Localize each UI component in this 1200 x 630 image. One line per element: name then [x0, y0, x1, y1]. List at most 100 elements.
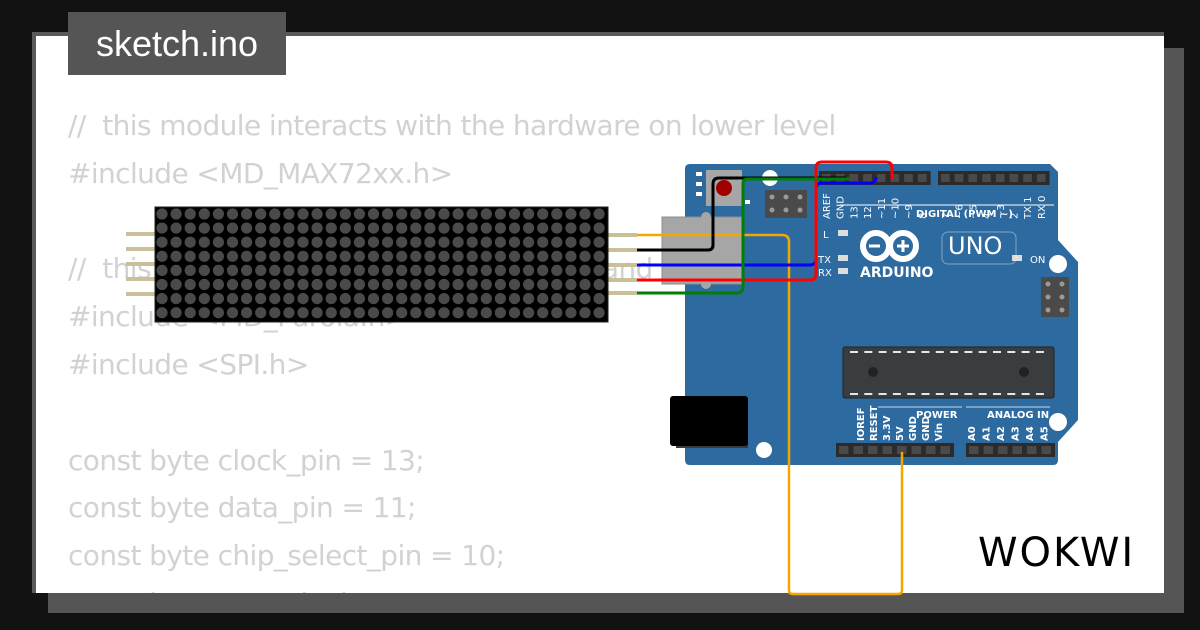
matrix-led	[255, 307, 267, 319]
matrix-led	[353, 222, 365, 234]
matrix-led	[325, 222, 337, 234]
matrix-led	[241, 208, 253, 220]
header-pin[interactable]	[868, 446, 878, 454]
led-matrix-max7219[interactable]	[154, 206, 609, 323]
power-header[interactable]	[836, 443, 954, 457]
file-tab[interactable]: sketch.ino	[68, 12, 286, 75]
header-pin[interactable]	[882, 446, 893, 454]
matrix-led	[382, 250, 394, 262]
matrix-led	[170, 236, 182, 248]
matrix-led	[382, 236, 394, 248]
matrix-led	[593, 307, 605, 319]
wire-vcc[interactable]	[637, 233, 904, 596]
matrix-led	[480, 307, 492, 319]
pin-label: 2	[1010, 213, 1021, 219]
header-pin[interactable]	[926, 446, 936, 454]
matrix-led	[424, 264, 436, 276]
matrix-led	[311, 264, 323, 276]
icsp2-header	[1041, 277, 1069, 317]
matrix-led	[452, 307, 464, 319]
matrix-led	[241, 222, 253, 234]
header-pin[interactable]	[1023, 174, 1032, 182]
header-pin[interactable]	[995, 174, 1005, 182]
matrix-led	[579, 250, 591, 262]
matrix-led	[494, 264, 506, 276]
matrix-led	[424, 278, 436, 291]
header-pin[interactable]	[968, 174, 978, 182]
wire-clk[interactable]	[637, 177, 850, 295]
header-pin[interactable]	[911, 446, 922, 454]
code-line: const byte max_devices = 4;	[68, 580, 836, 593]
matrix-led	[269, 264, 281, 276]
header-pin[interactable]	[982, 174, 991, 182]
matrix-led	[424, 307, 436, 319]
matrix-led	[353, 250, 365, 262]
matrix-led	[523, 278, 535, 291]
matrix-led	[452, 208, 464, 220]
header-pin[interactable]	[954, 174, 964, 182]
matrix-led	[480, 236, 492, 248]
pin-label: GND	[921, 416, 932, 441]
header-pin[interactable]	[890, 174, 900, 182]
code-line: const byte data_pin = 11;	[68, 491, 416, 525]
header-pin[interactable]	[941, 174, 950, 182]
matrix-led	[367, 208, 380, 220]
matrix-led	[382, 278, 394, 291]
matrix-led	[424, 293, 436, 305]
header-pin[interactable]	[904, 174, 913, 182]
header-pin[interactable]	[849, 174, 859, 182]
header-pin[interactable]	[863, 174, 872, 182]
header-pin[interactable]	[876, 174, 886, 182]
matrix-led	[508, 208, 521, 220]
matrix-led	[325, 250, 337, 262]
matrix-led	[480, 208, 492, 220]
digital-header-right[interactable]	[938, 171, 1050, 185]
header-pin[interactable]	[969, 446, 979, 454]
matrix-led	[198, 307, 210, 319]
pin-label: GND	[836, 196, 847, 219]
pin-label: 7	[941, 213, 952, 219]
matrix-led	[565, 278, 577, 291]
matrix-led	[311, 307, 323, 319]
matrix-led	[466, 264, 478, 276]
arduino-brand: ARDUINO	[860, 265, 934, 281]
matrix-led	[339, 307, 351, 319]
matrix-led	[452, 278, 464, 291]
pin-label: A5	[1040, 426, 1051, 441]
pin-label: ~3	[996, 204, 1007, 219]
matrix-led	[156, 236, 168, 248]
wire-cs[interactable]	[637, 160, 894, 282]
matrix-led	[184, 293, 196, 305]
header-pin[interactable]	[839, 446, 849, 454]
header-pin[interactable]	[897, 446, 907, 454]
header-pin[interactable]	[1036, 174, 1046, 182]
header-pin[interactable]	[983, 446, 994, 454]
code-line: // this module interacts with the hardwa…	[68, 109, 836, 142]
matrix-led	[565, 208, 577, 220]
header-pin[interactable]	[1027, 446, 1037, 454]
matrix-led	[508, 236, 521, 248]
header-pin[interactable]	[1012, 446, 1023, 454]
header-pin[interactable]	[917, 174, 927, 182]
header-pin[interactable]	[1041, 446, 1052, 454]
matrix-led	[523, 293, 535, 305]
header-pin[interactable]	[940, 446, 951, 454]
pin-label: ~10	[891, 198, 902, 219]
matrix-led	[508, 222, 521, 234]
matrix-led	[579, 208, 591, 220]
matrix-led	[283, 250, 295, 262]
matrix-led	[551, 250, 563, 262]
header-pin[interactable]	[1009, 174, 1019, 182]
wire-gnd[interactable]	[637, 176, 846, 252]
matrix-led	[184, 208, 196, 220]
header-pin[interactable]	[853, 446, 864, 454]
matrix-led	[156, 278, 168, 291]
matrix-led	[367, 222, 380, 234]
analog-header[interactable]	[966, 443, 1055, 457]
pin-label: 12	[863, 206, 874, 219]
pin-label: ~9	[904, 204, 915, 219]
matrix-led	[325, 236, 337, 248]
matrix-led	[523, 264, 535, 276]
header-pin[interactable]	[998, 446, 1008, 454]
